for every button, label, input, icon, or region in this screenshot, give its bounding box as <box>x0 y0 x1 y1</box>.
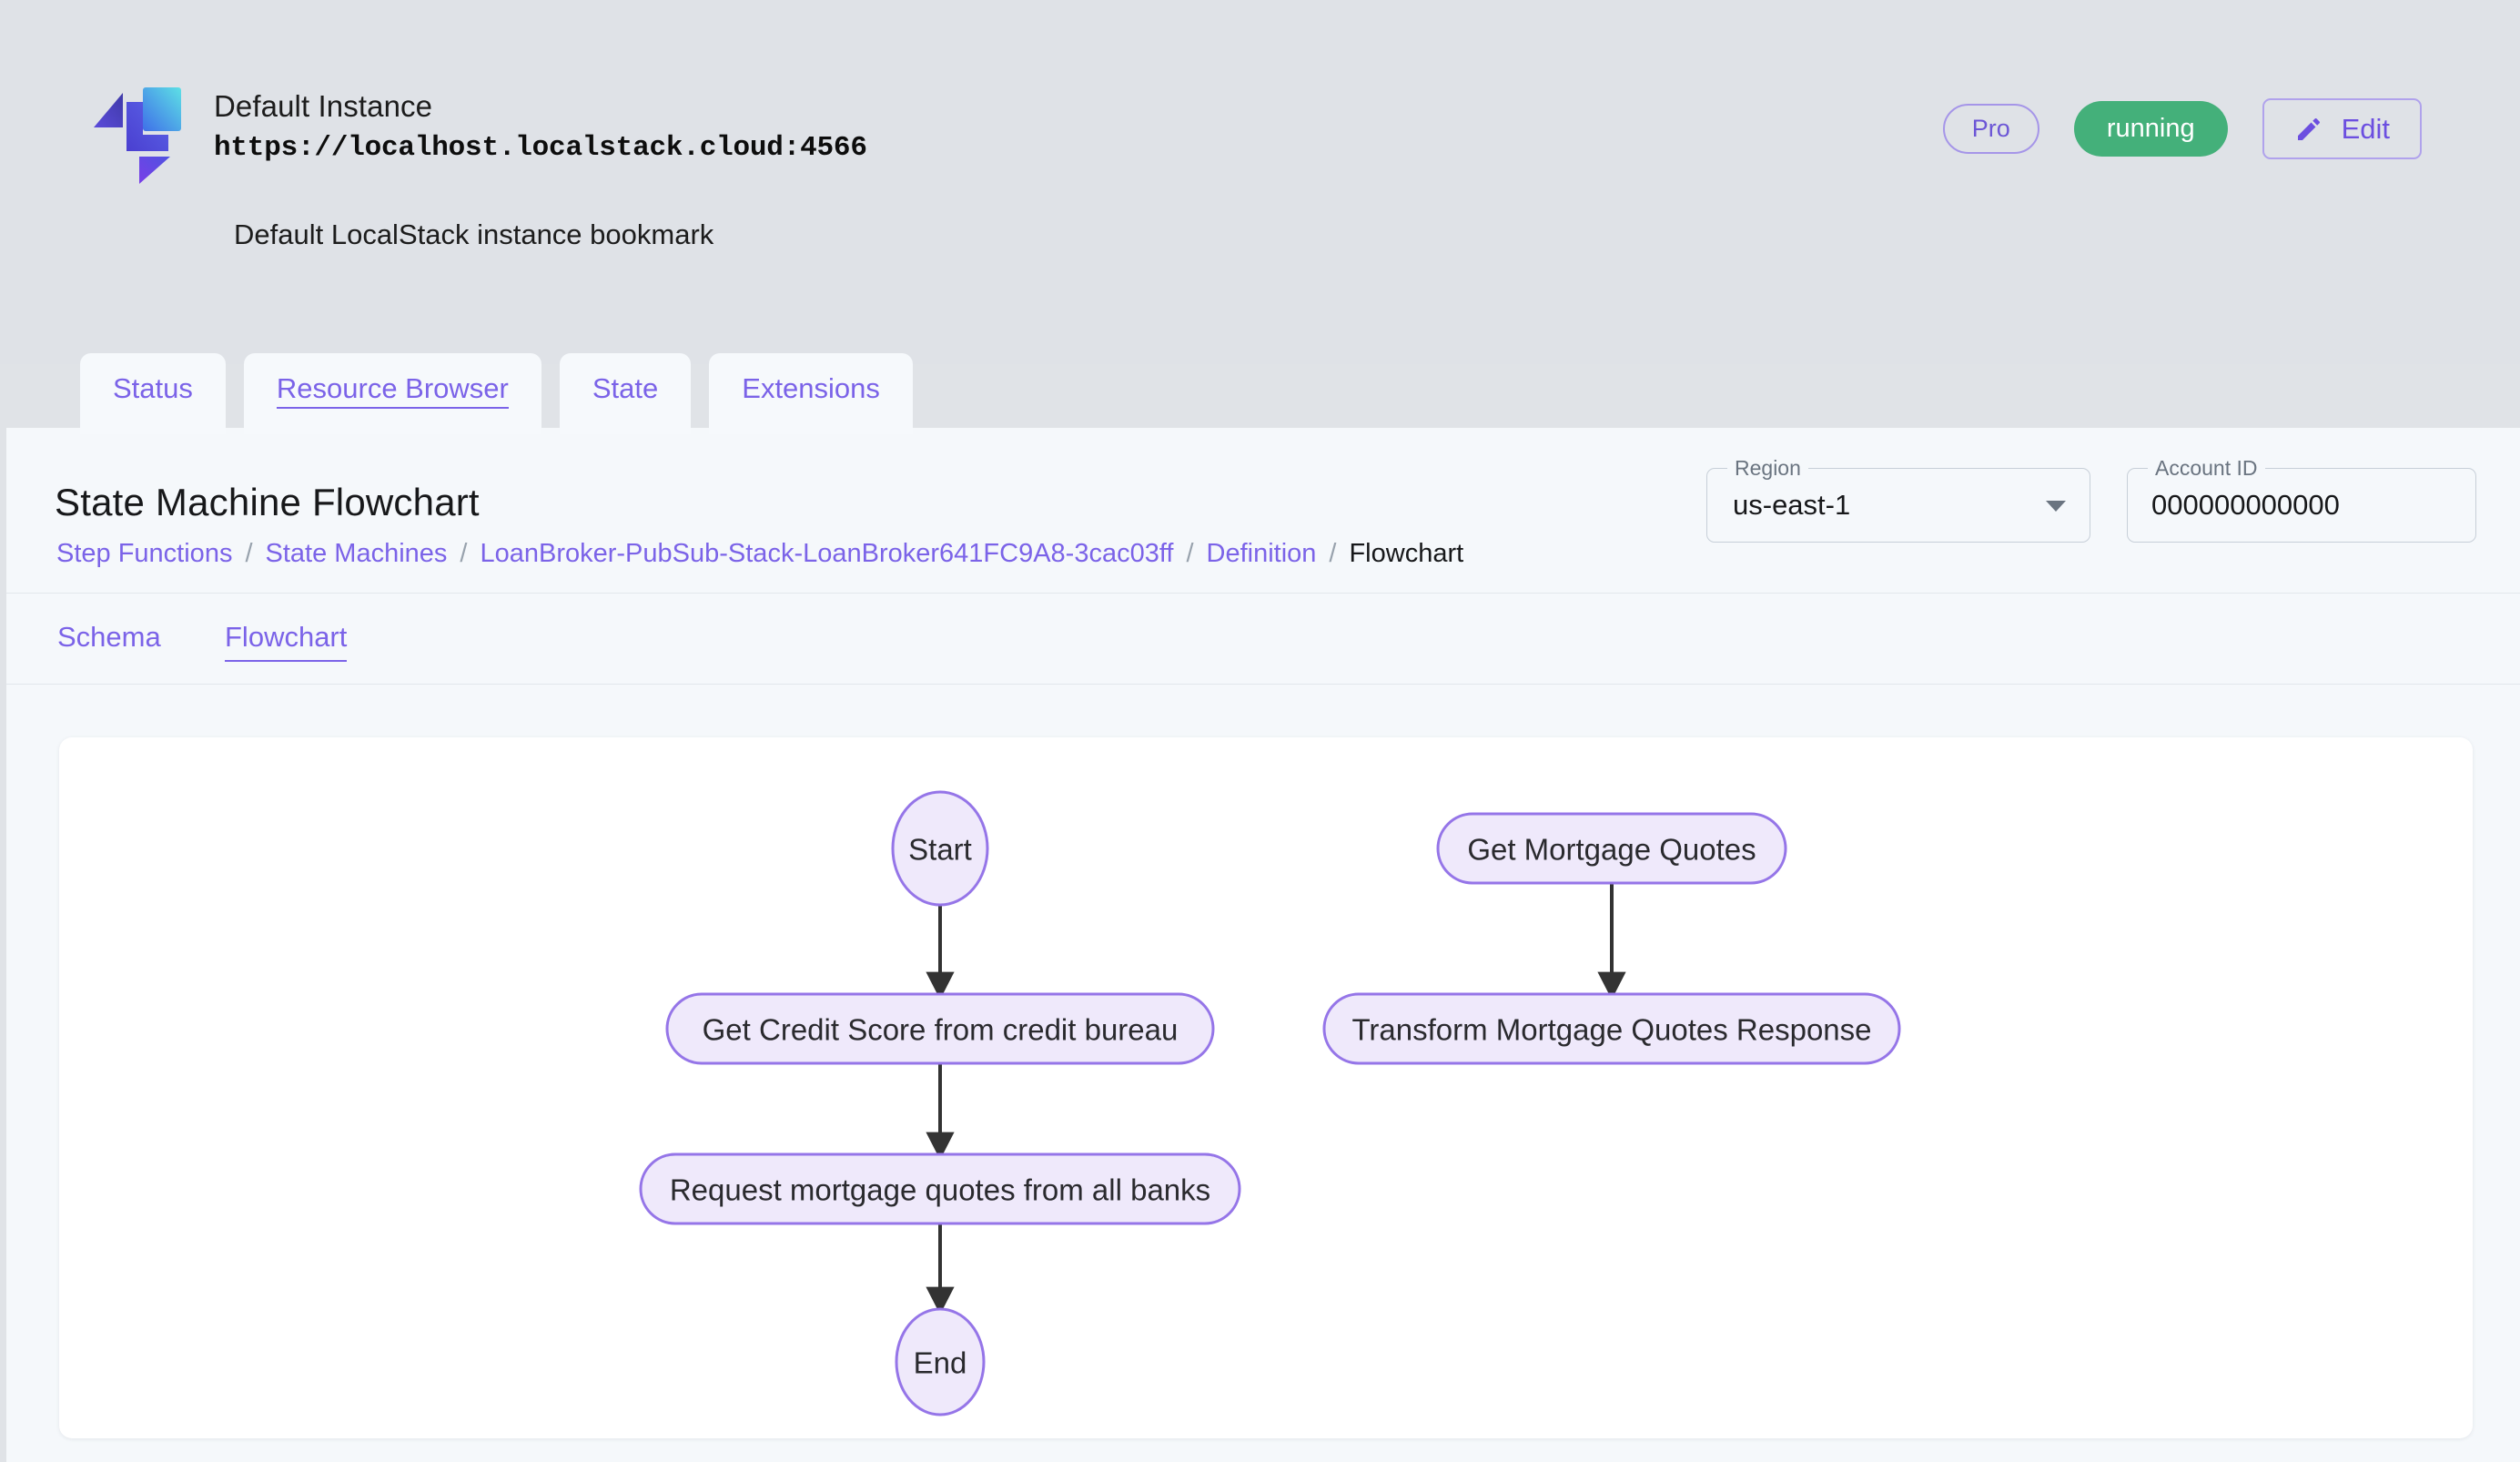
breadcrumb: Step Functions / State Machines / LoanBr… <box>56 539 1463 569</box>
breadcrumb-item-flowchart: Flowchart <box>1349 539 1464 568</box>
flow-node-request[interactable]: Request mortgage quotes from all banks <box>639 1152 1241 1225</box>
tab-status-label: Status <box>113 372 193 404</box>
flow-node-label: End <box>914 1346 967 1380</box>
flow-node-shape <box>665 992 1215 1065</box>
main-tab-bar: Status Resource Browser State Extensions <box>80 353 913 434</box>
tab-extensions-label: Extensions <box>742 372 880 404</box>
header-actions: Pro running Edit <box>1942 98 2422 160</box>
breadcrumb-item-state-machine-name[interactable]: LoanBroker-PubSub-Stack-LoanBroker641FC9… <box>480 539 1174 568</box>
instance-summary: Default Instance https://localhost.local… <box>86 80 867 185</box>
chevron-down-icon <box>2046 501 2066 512</box>
tab-resource-browser-label: Resource Browser <box>276 372 509 409</box>
flow-node-shape <box>1436 812 1787 885</box>
status-badge[interactable]: running <box>2073 101 2228 157</box>
flow-node-credit[interactable]: Get Credit Score from credit bureau <box>665 992 1215 1065</box>
subtab-flowchart-label: Flowchart <box>225 621 348 653</box>
instance-header: Default Instance https://localhost.local… <box>0 0 2520 364</box>
pencil-icon <box>2294 115 2323 144</box>
flow-node-shape <box>1322 992 1901 1065</box>
context-selectors: Region us-east-1 Account ID 000000000000 <box>1706 456 2476 543</box>
breadcrumb-item-step-functions[interactable]: Step Functions <box>56 539 233 568</box>
instance-title: Default Instance <box>214 89 433 123</box>
breadcrumb-separator: / <box>245 539 253 568</box>
breadcrumb-separator: / <box>1186 539 1194 568</box>
flow-node-start[interactable]: Start <box>891 790 989 907</box>
subtab-schema-label: Schema <box>57 621 161 653</box>
flow-node-getquotes[interactable]: Get Mortgage Quotes <box>1436 812 1787 885</box>
instance-description: Default LocalStack instance bookmark <box>234 218 714 250</box>
account-id-field[interactable]: Account ID 000000000000 <box>2127 456 2476 543</box>
flow-node-label: Get Mortgage Quotes <box>1467 833 1756 867</box>
edit-button[interactable]: Edit <box>2262 98 2422 160</box>
flow-node-transform[interactable]: Transform Mortgage Quotes Response <box>1322 992 1901 1065</box>
flow-node-label: Request mortgage quotes from all banks <box>670 1173 1210 1207</box>
edit-button-label: Edit <box>2341 113 2390 145</box>
subtab-schema[interactable]: Schema <box>57 619 161 655</box>
instance-url: https://localhost.localstack.cloud:4566 <box>214 132 867 165</box>
flow-node-end[interactable]: End <box>895 1307 986 1416</box>
flow-node-label: Transform Mortgage Quotes Response <box>1351 1013 1871 1047</box>
breadcrumb-item-definition[interactable]: Definition <box>1206 539 1317 568</box>
subtab-flowchart[interactable]: Flowchart <box>225 619 348 663</box>
content-panel: State Machine Flowchart Step Functions /… <box>6 428 2520 1462</box>
page-header: State Machine Flowchart Step Functions /… <box>6 428 2520 594</box>
sub-tab-bar: Schema Flowchart <box>6 594 2520 685</box>
page-title: State Machine Flowchart <box>55 481 480 523</box>
tab-status[interactable]: Status <box>80 353 226 434</box>
flow-node-label: Start <box>908 833 972 867</box>
account-id-value: 000000000000 <box>2151 489 2340 521</box>
tab-resource-browser[interactable]: Resource Browser <box>243 353 541 434</box>
pro-badge[interactable]: Pro <box>1942 104 2039 154</box>
region-select-value: us-east-1 <box>1733 489 1851 521</box>
region-select-label: Region <box>1727 456 1808 482</box>
tab-extensions[interactable]: Extensions <box>709 353 913 434</box>
tab-state-label: State <box>592 372 659 404</box>
region-select[interactable]: Region us-east-1 <box>1706 456 2090 543</box>
flow-node-shape <box>891 790 989 907</box>
breadcrumb-item-state-machines[interactable]: State Machines <box>265 539 448 568</box>
flow-node-shape <box>895 1307 986 1416</box>
tab-state[interactable]: State <box>559 353 692 434</box>
breadcrumb-separator: / <box>460 539 468 568</box>
account-id-label: Account ID <box>2148 456 2265 482</box>
breadcrumb-separator: / <box>1329 539 1337 568</box>
flow-node-label: Get Credit Score from credit bureau <box>703 1013 1179 1047</box>
localstack-logo-icon <box>86 80 185 185</box>
flow-node-shape <box>639 1152 1241 1225</box>
